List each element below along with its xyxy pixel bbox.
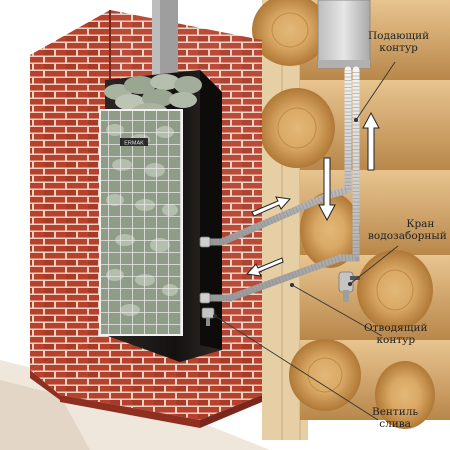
drain-line1: Вентиль	[372, 406, 419, 418]
water-tank	[317, 0, 371, 69]
stove: ERMAK	[99, 70, 222, 362]
log-end	[289, 339, 361, 411]
tap-line1: Кран	[406, 218, 435, 230]
log-end	[259, 88, 335, 168]
floor-board	[0, 380, 90, 450]
brand-text: ERMAK	[124, 141, 144, 147]
return-circuit-label: Отводящий контур	[364, 322, 428, 346]
log-end	[300, 192, 360, 268]
arrow-up-icon	[362, 111, 380, 171]
arrow-left-icon	[246, 257, 284, 277]
return-line2: контур	[376, 334, 416, 346]
log-end	[375, 361, 435, 429]
drain-valve	[201, 307, 215, 326]
arrow-down-icon	[318, 157, 336, 222]
flow-arrows	[246, 111, 380, 277]
tap-label: Кран водозаборный	[368, 218, 447, 242]
supply-line2: контур	[379, 42, 418, 54]
tap-line2: водозаборный	[368, 230, 447, 242]
supply-line1: Подающий	[368, 30, 430, 42]
drain-line2: слива	[379, 418, 411, 430]
water-tap	[338, 271, 360, 302]
arrow-right-icon	[251, 196, 291, 217]
supply-circuit-label: Подающий контур	[368, 30, 429, 54]
drain-valve-label: Вентиль слива	[372, 406, 418, 430]
return-line1: Отводящий	[364, 322, 428, 334]
wire-cage	[99, 109, 183, 336]
log-end	[252, 0, 328, 66]
log-end	[357, 250, 433, 330]
leader-lines	[212, 61, 399, 421]
brand-plate	[120, 138, 148, 146]
